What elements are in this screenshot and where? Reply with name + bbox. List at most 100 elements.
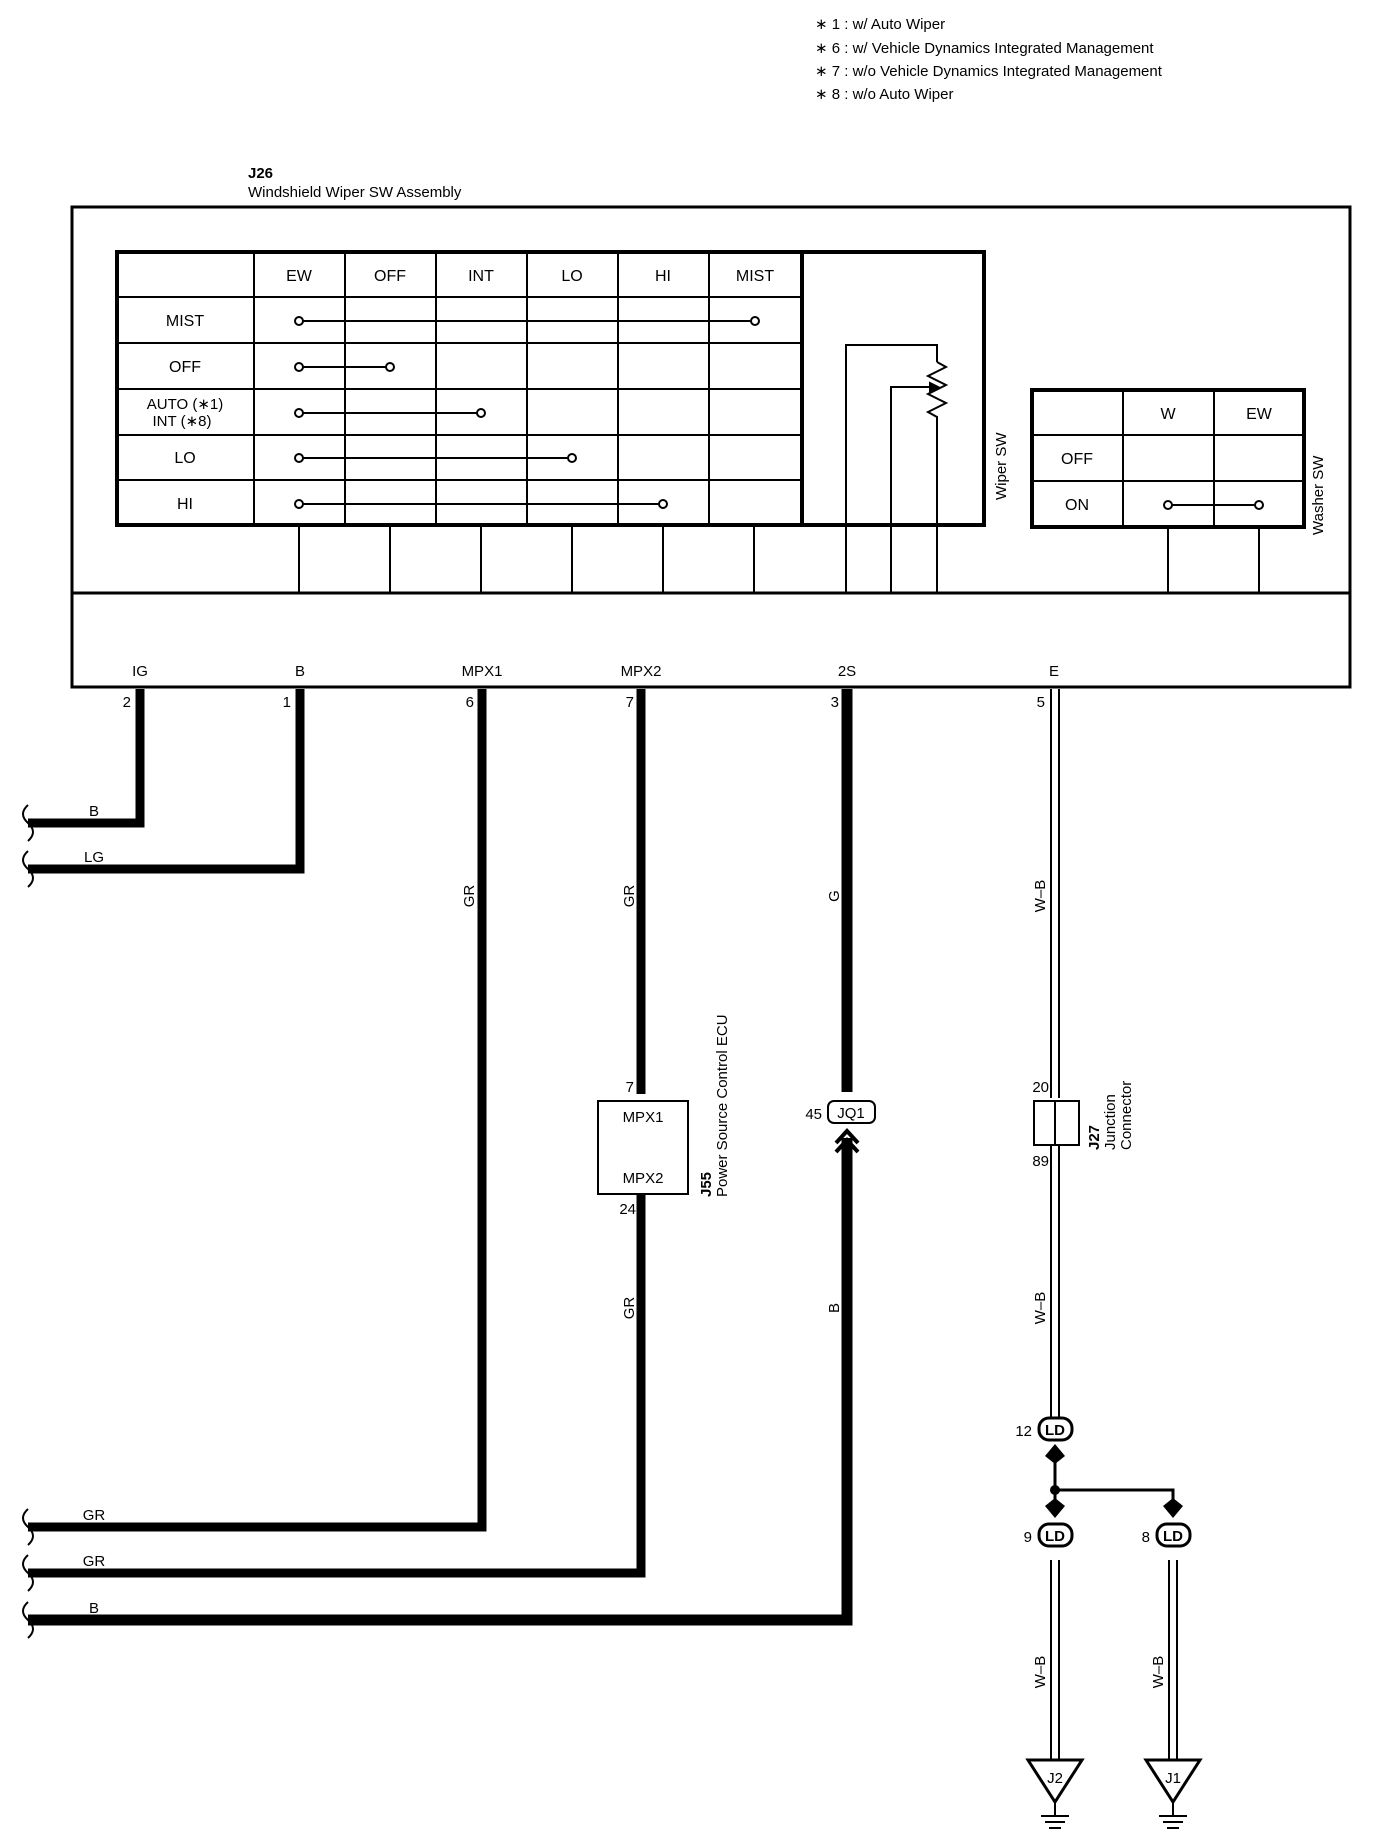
wiper-column-headers: EW OFF INT LO HI MIST [286,268,774,285]
wiper-potentiometer [845,344,949,593]
row-lo: LO [174,450,195,467]
ld-connector-9: LD 9 [1024,1498,1074,1548]
wire-label-mpx2-bottom: GR [83,1553,106,1570]
wire-b [28,689,305,874]
ecu-label-mpx1: MPX1 [623,1109,664,1126]
assembly-box [70,205,1352,689]
wire-label-mpx1: GR [461,885,478,908]
col-int: INT [468,268,494,285]
washer-switch-table [1030,388,1306,593]
note-6: ∗ 6 : w/ Vehicle Dynamics Integrated Man… [815,40,1154,57]
wire-label-2s-upper: G [826,890,843,902]
ecu-pin-top: 7 [626,1079,634,1096]
wire-label-ground-j1: W–B [1150,1656,1167,1689]
terminal-ig: IG [132,663,148,680]
junction-connector-j27: 20 89 J27 Junction Connector [1032,1079,1135,1170]
washer-contacts [1163,500,1264,510]
wire-label-2s-bottom: B [89,1600,99,1617]
ld-connector-8: LD 8 [1142,1498,1192,1548]
col-hi: HI [655,268,671,285]
wire-label-b: LG [84,849,104,866]
col-lo: LO [561,268,582,285]
wire-mpx2-lower [28,1190,646,1578]
j27-pin-top: 20 [1032,1079,1049,1096]
jq1-label: JQ1 [837,1105,865,1122]
ecu-label-mpx2: MPX2 [623,1170,664,1187]
washer-row-on: ON [1065,497,1089,514]
ecu-j55: MPX1 MPX2 7 24 J55 Power Source Control … [597,1014,731,1218]
pin-2s: 3 [831,694,839,711]
ld12-label: LD [1045,1422,1065,1439]
pin-ig: 2 [123,694,131,711]
row-hi: HI [177,496,193,513]
note-7: ∗ 7 : w/o Vehicle Dynamics Integrated Ma… [815,63,1163,80]
terminal-names: IG B MPX1 MPX2 2S E [132,663,1059,680]
wire-ig [28,689,145,828]
wb-wires [1050,689,1178,1760]
ld8-pin: 8 [1142,1529,1150,1546]
wiper-sw-label: Wiper SW [993,432,1010,500]
terminal-mpx2: MPX2 [621,663,662,680]
row-mist: MIST [166,313,204,330]
ld9-pin: 9 [1024,1529,1032,1546]
j27-name-1: Junction [1102,1094,1119,1150]
terminal-b: B [295,663,305,680]
wire-label-e-lower: W–B [1032,1292,1049,1325]
row-off: OFF [169,359,201,376]
wire-label-mpx2-lower: GR [621,1297,638,1320]
wire-label-e-upper: W–B [1032,880,1049,913]
wiper-row-headers: MIST OFF AUTO (∗1) INT (∗8) LO HI [147,313,223,513]
splice-point [1050,1485,1060,1495]
wire-label-mpx1-bottom: GR [83,1507,106,1524]
connector-jq1: JQ1 45 [805,1100,876,1154]
wire-2s-lower [28,1138,853,1626]
ground-j2-label: J2 [1047,1770,1063,1787]
ecu-name: Power Source Control ECU [714,1014,731,1197]
row-auto: AUTO (∗1) [147,396,223,413]
wire-label-2s-lower: B [826,1303,843,1313]
note-1: ∗ 1 : w/ Auto Wiper [815,16,945,33]
assembly-code: J26 [248,165,273,182]
pin-mpx1: 6 [466,694,474,711]
row-int: INT (∗8) [153,413,212,430]
j27-name-2: Connector [1118,1081,1135,1150]
ecu-pin-bottom: 24 [619,1201,636,1218]
terminal-2s: 2S [838,663,856,680]
wiper-contacts [294,316,760,509]
j27-pin-bottom: 89 [1032,1153,1049,1170]
washer-col-w: W [1160,406,1176,423]
ground-j1-label: J1 [1165,1770,1181,1787]
wire-mpx1 [28,689,487,1532]
ld12-pin: 12 [1015,1423,1032,1440]
ecu-code: J55 [698,1172,715,1197]
jq1-pin: 45 [805,1106,822,1123]
terminal-pins: 2 1 6 7 3 5 [123,694,1045,711]
ld-connector-12: LD 12 [1015,1416,1074,1464]
col-mist: MIST [736,268,774,285]
ground-j2: J2 [1025,1758,1085,1829]
j27-code: J27 [1086,1125,1103,1150]
ld9-label: LD [1045,1528,1065,1545]
wire-break-marks [22,804,34,1639]
col-off: OFF [374,268,406,285]
assembly-name: Windshield Wiper SW Assembly [248,184,462,201]
terminal-mpx1: MPX1 [462,663,503,680]
terminal-e: E [1049,663,1059,680]
footnotes: ∗ 1 : w/ Auto Wiper ∗ 6 : w/ Vehicle Dyn… [815,16,1163,103]
wire-label-ground-j2: W–B [1032,1656,1049,1689]
washer-sw-label: Washer SW [1310,455,1327,535]
pin-e: 5 [1037,694,1045,711]
wire-label-mpx2-upper: GR [621,885,638,908]
washer-row-off: OFF [1061,451,1093,468]
wire-color-labels: B LG GR GR B GR GR GR G B W–B W–B W–B W–… [83,803,1167,1688]
pin-b: 1 [283,694,291,711]
ld8-label: LD [1163,1528,1183,1545]
pin-mpx2: 7 [626,694,634,711]
wiper-switch-table [115,250,986,593]
washer-col-ew: EW [1246,406,1273,423]
note-8: ∗ 8 : w/o Auto Wiper [815,86,953,103]
col-ew: EW [286,268,313,285]
ground-j1: J1 [1143,1758,1203,1829]
wire-label-ig: B [89,803,99,820]
